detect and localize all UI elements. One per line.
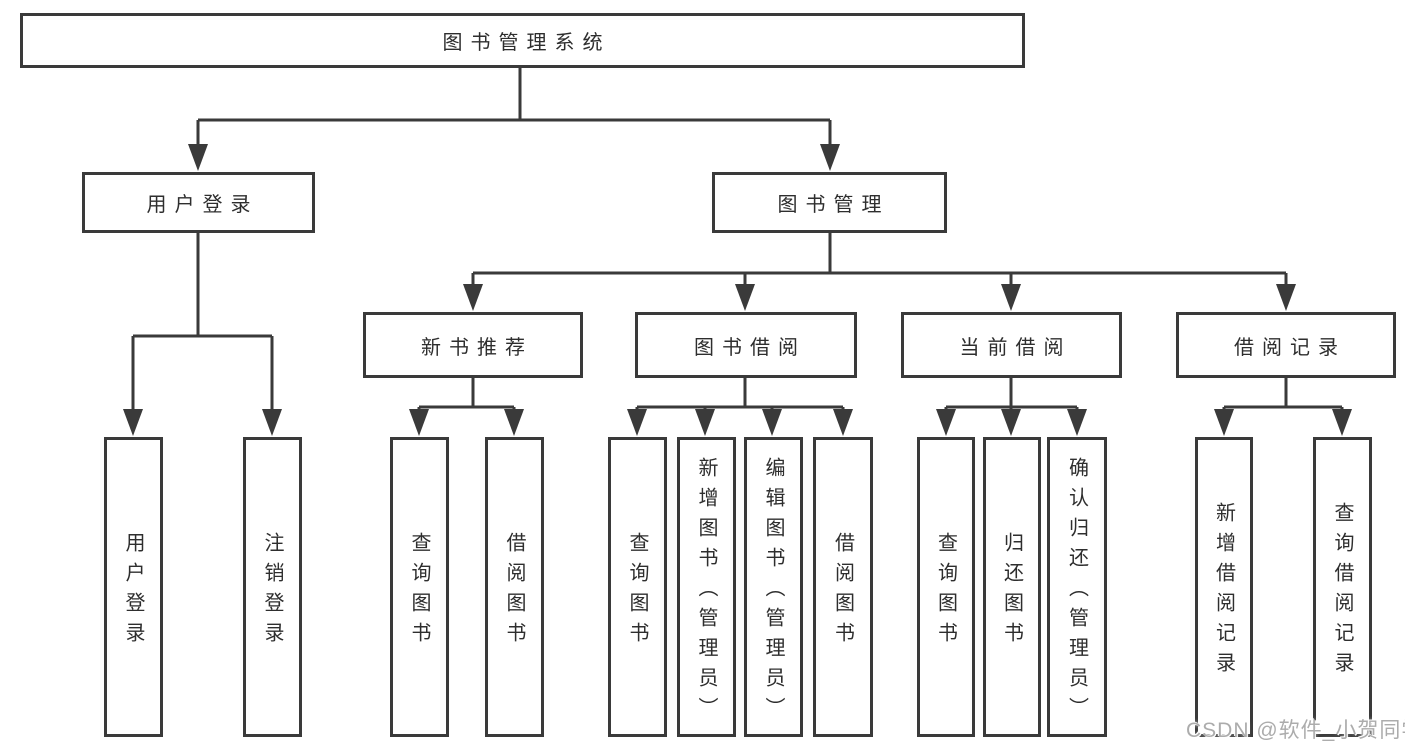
leaf-add-books-admin: 新增图书（管理员） bbox=[677, 437, 736, 737]
leaf-logout-login-label: 注销登录 bbox=[261, 532, 283, 652]
node-new-book-recommend: 新书推荐 bbox=[363, 312, 583, 378]
leaf-edit-books-admin: 编辑图书（管理员） bbox=[744, 437, 803, 737]
node-root: 图书管理系统 bbox=[20, 13, 1025, 68]
leaf-query-borrow-record: 查询借阅记录 bbox=[1313, 437, 1372, 737]
leaf-borrow-books-recommend: 借阅图书 bbox=[485, 437, 544, 737]
leaf-query-books-recommend-label: 查询图书 bbox=[408, 532, 430, 652]
node-book-management: 图书管理 bbox=[712, 172, 947, 233]
leaf-query-books-borrow: 查询图书 bbox=[608, 437, 667, 737]
leaf-user-login: 用户登录 bbox=[104, 437, 163, 737]
leaf-confirm-return-admin: 确认归还（管理员） bbox=[1047, 437, 1107, 737]
leaf-logout-login: 注销登录 bbox=[243, 437, 302, 737]
leaf-borrow-books-recommend-label: 借阅图书 bbox=[503, 532, 525, 652]
leaf-borrow-books-label: 借阅图书 bbox=[831, 532, 854, 652]
node-borrow-records: 借阅记录 bbox=[1176, 312, 1396, 378]
leaf-query-books-borrow-label: 查询图书 bbox=[626, 532, 648, 652]
leaf-add-books-admin-label: 新增图书（管理员） bbox=[695, 457, 717, 727]
node-new-book-recommend-label: 新书推荐 bbox=[421, 336, 533, 359]
node-current-borrow: 当前借阅 bbox=[901, 312, 1122, 378]
leaf-query-books-current: 查询图书 bbox=[917, 437, 975, 737]
leaf-add-borrow-record-label: 新增借阅记录 bbox=[1212, 502, 1235, 682]
leaf-query-borrow-record-label: 查询借阅记录 bbox=[1331, 502, 1353, 682]
leaf-confirm-return-admin-label: 确认归还（管理员） bbox=[1065, 457, 1088, 727]
node-book-management-label: 图书管理 bbox=[777, 194, 890, 216]
node-borrow-records-label: 借阅记录 bbox=[1234, 336, 1346, 359]
node-user-login: 用户登录 bbox=[82, 172, 315, 233]
node-root-label: 图书管理系统 bbox=[442, 32, 611, 54]
leaf-query-books-recommend: 查询图书 bbox=[390, 437, 449, 737]
node-book-borrow-label: 图书借阅 bbox=[694, 336, 806, 359]
leaf-return-books-label: 归还图书 bbox=[1000, 532, 1023, 652]
node-book-borrow: 图书借阅 bbox=[635, 312, 857, 378]
node-current-borrow-label: 当前借阅 bbox=[959, 336, 1072, 359]
leaf-query-books-current-label: 查询图书 bbox=[934, 532, 957, 652]
leaf-return-books: 归还图书 bbox=[983, 437, 1041, 737]
leaf-add-borrow-record: 新增借阅记录 bbox=[1195, 437, 1253, 737]
node-user-login-label: 用户登录 bbox=[146, 194, 259, 216]
watermark: CSDN @软件_小贺同学 bbox=[1186, 719, 1405, 742]
leaf-edit-books-admin-label: 编辑图书（管理员） bbox=[762, 457, 784, 727]
leaf-user-login-label: 用户登录 bbox=[122, 532, 144, 652]
leaf-borrow-books: 借阅图书 bbox=[813, 437, 873, 737]
